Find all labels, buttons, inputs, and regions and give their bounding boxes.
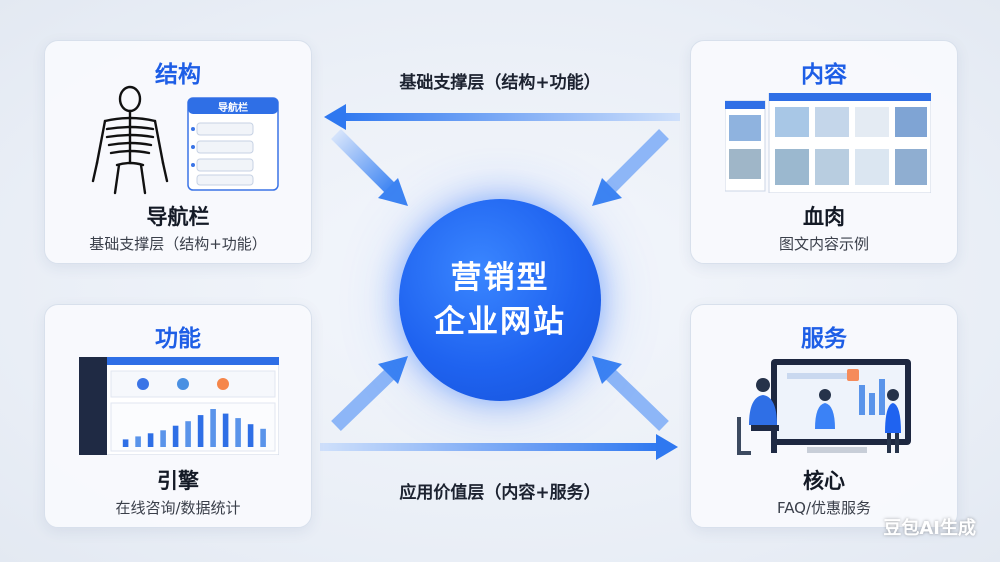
card-content: 内容 血肉 图文内容示例 bbox=[690, 40, 958, 264]
dashboard-bars bbox=[122, 409, 266, 447]
diag-arrow-top-right bbox=[592, 129, 669, 206]
dashboard-bar bbox=[235, 418, 241, 447]
card-structure: 结构 导航栏 导航栏 基础支撑层（结构+功能） bbox=[44, 40, 312, 264]
dashboard-bar bbox=[172, 425, 179, 447]
card-service-heading: 核心 bbox=[803, 469, 845, 493]
dashboard-mockup bbox=[79, 357, 279, 455]
service-people-illustration bbox=[737, 359, 911, 455]
top-layer-label: 基础支撑层（结构+功能） bbox=[399, 73, 601, 93]
bottom-arrow bbox=[320, 434, 678, 460]
dashboard-bar bbox=[260, 428, 266, 447]
top-arrow bbox=[324, 104, 680, 130]
diag-arrow-bottom-right bbox=[592, 356, 669, 432]
diag-arrow-bottom-left bbox=[331, 356, 408, 432]
diag-arrow-top-left bbox=[331, 129, 408, 206]
center-title-line2: 企业网站 bbox=[434, 304, 566, 340]
dashboard-bar bbox=[247, 424, 254, 447]
card-content-title: 内容 bbox=[801, 62, 847, 88]
card-service-title: 服务 bbox=[801, 326, 847, 352]
dashboard-bar bbox=[160, 430, 166, 447]
card-function-subtitle: 在线咨询/数据统计 bbox=[115, 499, 241, 517]
card-structure-heading: 导航栏 bbox=[146, 205, 210, 229]
skeleton-icon bbox=[91, 85, 169, 195]
card-structure-title: 结构 bbox=[155, 62, 201, 88]
center-title-line1: 营销型 bbox=[450, 260, 550, 296]
dashboard-bar bbox=[210, 409, 216, 447]
dashboard-bar bbox=[197, 415, 204, 447]
card-service: 服务 核心 FAQ/优惠服务 bbox=[690, 304, 958, 528]
bottom-layer-label: 应用价值层（内容+服务） bbox=[399, 483, 601, 503]
card-service-subtitle: FAQ/优惠服务 bbox=[776, 499, 872, 517]
card-content-heading: 血肉 bbox=[803, 205, 845, 229]
card-function: 功能 引擎 在线咨询/数据统计 bbox=[44, 304, 312, 528]
card-function-title: 功能 bbox=[155, 326, 201, 352]
dashboard-bar bbox=[122, 439, 129, 447]
navbar-mockup-title: 导航栏 bbox=[218, 103, 248, 114]
dashboard-bar bbox=[185, 421, 191, 447]
dashboard-bar bbox=[135, 436, 141, 447]
watermark-text: 豆包AI生成 bbox=[883, 518, 976, 539]
navbar-mockup bbox=[187, 97, 279, 191]
center-circle: 营销型 企业网站 bbox=[399, 199, 601, 401]
content-gallery-mockup bbox=[725, 93, 931, 193]
card-function-heading: 引擎 bbox=[157, 469, 199, 493]
card-content-subtitle: 图文内容示例 bbox=[778, 235, 869, 253]
dashboard-bar bbox=[147, 433, 154, 447]
card-structure-subtitle: 基础支撑层（结构+功能） bbox=[89, 235, 267, 253]
dashboard-bar bbox=[222, 413, 229, 447]
